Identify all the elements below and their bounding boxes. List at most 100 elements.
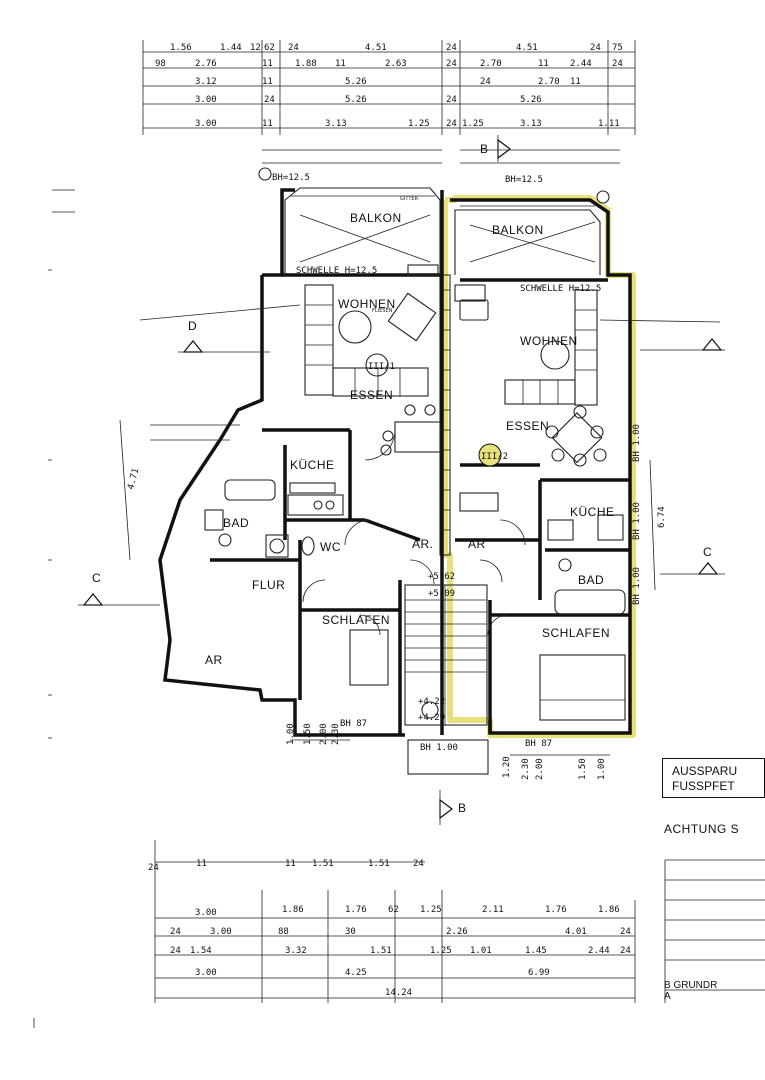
furniture-right [454, 284, 626, 721]
dim-4-71: 4.71 [126, 467, 141, 491]
top-dim-r3-4: 24 [480, 77, 491, 87]
top-dim-r2-6: 2.63 [385, 59, 407, 69]
bottom-dim-r2-4: 30 [345, 927, 356, 937]
top-dim-r2-3: 11 [262, 59, 273, 69]
room-schlafen-left: SCHLAFEN [322, 613, 390, 627]
bottom-dim-r3-2: 1.54 [190, 946, 212, 956]
stairwell [404, 584, 489, 775]
bh-100-right-2: BH 1.00 [632, 502, 642, 540]
bottom-dim-r3-9: 24 [620, 946, 631, 956]
schwelle-left: SCHWELLE H=12.5 [296, 266, 377, 276]
top-dim-r2-5: 11 [335, 59, 346, 69]
unit-markers: III/1 III/2 [258, 167, 610, 467]
bottom-dim-r0-1: 24 [148, 863, 159, 873]
bh-100-stair: BH 1.00 [420, 743, 458, 753]
top-dim-r5-3: 3.13 [325, 119, 347, 129]
bottom-dim-r3-1: 24 [170, 946, 181, 956]
interior-walls [210, 428, 630, 735]
bottom-dim-r2-1: 24 [170, 927, 181, 937]
annotations: SCHWELLE H=12.5 SCHWELLE H=12.5 BH=12.5 … [119, 173, 721, 780]
top-dim-r2-10: 2.44 [570, 59, 592, 69]
bh-top-right: BH=12.5 [505, 175, 543, 185]
room-ar-mid1: AR. [412, 537, 434, 551]
furniture-left [204, 264, 441, 686]
title-line-2: FUSSPFET [672, 779, 735, 793]
top-dim-r2-9: 11 [538, 59, 549, 69]
bottom-dim-r0-5: 1.51 [368, 859, 390, 869]
bottom-dim-r3-4: 1.51 [370, 946, 392, 956]
top-dim-3: 12 [250, 43, 261, 53]
unit-marker-right: III/2 [481, 452, 508, 462]
bottom-dim-r1-6: 2.11 [482, 905, 504, 915]
v-left-4: 2.30 [331, 723, 341, 745]
bh-87-right: BH 87 [525, 739, 552, 749]
balcony-outlines [284, 187, 601, 275]
v-left-3: 2.00 [319, 723, 329, 745]
title-block-lines [33, 859, 765, 1028]
top-dim-7: 24 [446, 43, 457, 53]
top-dim-6: 4.51 [365, 43, 387, 53]
room-bad-right: BAD [578, 573, 604, 587]
bottom-dim-r3-6: 1.01 [470, 946, 492, 956]
top-dim-r2-4: 1.88 [295, 59, 317, 69]
v-left-1: 1.00 [286, 723, 296, 745]
room-ar-left: AR [205, 653, 223, 667]
top-dim-r3-3: 5.26 [345, 77, 367, 87]
room-balkon-right: BALKON [492, 223, 544, 237]
top-dim-r5-8: 1.11 [598, 119, 620, 129]
room-wohnen-right: WOHNEN [520, 334, 578, 348]
top-dim-r4-5: 5.26 [520, 95, 542, 105]
section-b-top: B [480, 142, 489, 156]
top-dim-r4-3: 5.26 [345, 95, 367, 105]
bottom-dim-r2-7: 24 [620, 927, 631, 937]
top-dim-r4-1: 3.00 [195, 95, 217, 105]
section-markers: C C D B B [78, 135, 725, 825]
bottom-dim-r0-2: 11 [196, 859, 207, 869]
top-dim-r5-2: 11 [262, 119, 273, 129]
room-kueche-left: KÜCHE [290, 458, 335, 472]
v-left-2: 1.50 [303, 723, 313, 745]
top-dim-4: 62 [264, 43, 275, 53]
bottom-dim-r3-3: 3.32 [285, 946, 307, 956]
bh-100-right-3: BH 1.00 [632, 567, 642, 605]
top-dim-r4-4: 24 [446, 95, 457, 105]
top-dim-r5-6: 1.25 [462, 119, 484, 129]
room-labels: BALKON BALKON WOHNEN WOHNEN ESSEN ESSEN … [205, 211, 615, 667]
outer-walls [158, 188, 632, 737]
top-dim-r3-2: 11 [262, 77, 273, 87]
bottom-dim-r4-3: 6.99 [528, 968, 550, 978]
achtung-label: ACHTUNG S [664, 822, 740, 836]
section-d-left: D [188, 319, 197, 333]
top-dim-r3-6: 11 [570, 77, 581, 87]
top-dim-r2-1: 98 [155, 59, 166, 69]
grund-letter-b: B [664, 980, 671, 991]
bottom-dim-r1-2: 1.86 [282, 905, 304, 915]
top-dim-r5-5: 24 [446, 119, 457, 129]
elevation-4: +4.29 [418, 713, 445, 723]
grund-label: B GRUNDR A [664, 980, 717, 1002]
top-dim-r3-1: 3.12 [195, 77, 217, 87]
dim-6-74: 6.74 [657, 506, 667, 528]
bottom-dim-r2-3: 88 [278, 927, 289, 937]
top-dim-10: 75 [612, 43, 623, 53]
bottom-dim-r1-3: 1.76 [345, 905, 367, 915]
room-essen-left: ESSEN [350, 388, 393, 402]
top-dim-9: 24 [590, 43, 601, 53]
top-dim-8: 4.51 [516, 43, 538, 53]
bottom-dim-r2-2: 3.00 [210, 927, 232, 937]
section-c-right: C [703, 545, 712, 559]
title-line-1: AUSSPARU [672, 764, 738, 778]
bottom-dim-r1-7: 1.76 [545, 905, 567, 915]
schwelle-right: SCHWELLE H=12.5 [520, 284, 601, 294]
top-dim-r4-2: 24 [264, 95, 275, 105]
bottom-dim-r1-1: 3.00 [195, 908, 217, 918]
bottom-dim-r4-1: 3.00 [195, 968, 217, 978]
section-b-bottom: B [458, 801, 467, 815]
unit-marker-left: III/1 [368, 362, 395, 372]
elevation-2: +5.09 [428, 589, 455, 599]
top-dim-r2-7: 24 [446, 59, 457, 69]
bottom-dimension-chain: 24 11 11 1.51 1.51 24 3.00 1.86 1.76 62 … [148, 840, 636, 1003]
room-kueche-right: KÜCHE [570, 505, 615, 519]
secondary-dims [262, 149, 620, 164]
